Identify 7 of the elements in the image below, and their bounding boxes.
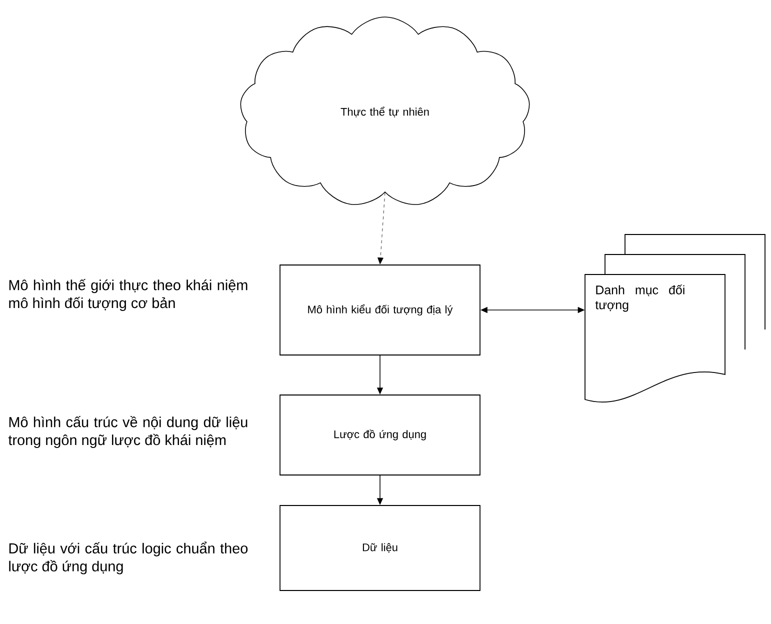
process-box: Lược đồ ứng dụng <box>280 394 480 476</box>
process-box: Mô hình kiểu đối tượng địa lý <box>280 264 480 356</box>
document-stack: Danh mục đối tượng <box>584 234 766 402</box>
side-note: Mô hình cấu trúc về nội dung dữ liệu trong ngôn ngữ lược đồ khái niệm <box>8 416 248 448</box>
side-note: Dữ liệu với cấu trúc logic chuẩn theo lược đồ ứng dụng <box>9 542 248 574</box>
process-box: Dữ liệu <box>280 505 480 591</box>
side-note: Mô hình thế giới thực theo khái niệm mô hình đối tượng cơ bản <box>9 278 248 312</box>
